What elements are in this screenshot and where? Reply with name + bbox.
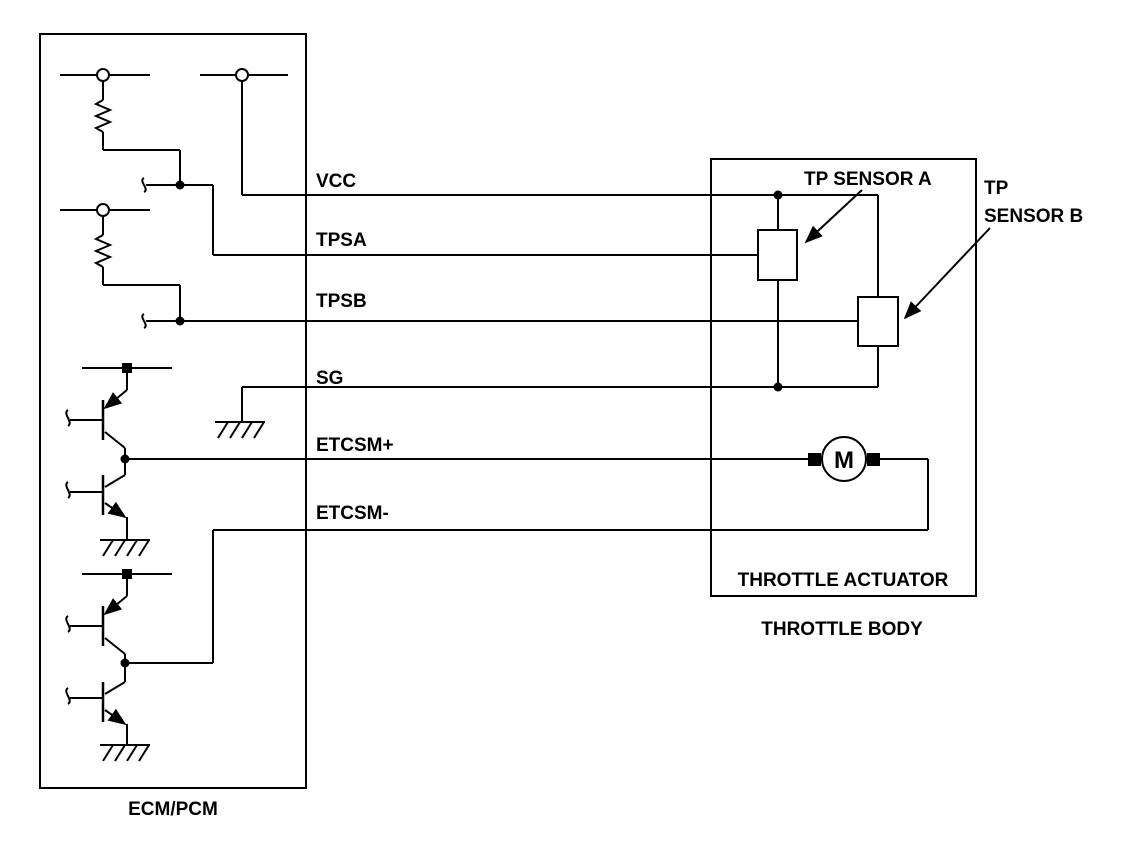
ecm-pullup-b (60, 203, 181, 321)
ecm-tpsb-input (141, 313, 306, 329)
tpsb-label: TPSB (316, 291, 367, 312)
sg-label: SG (316, 368, 343, 389)
motor-label: M (834, 447, 854, 474)
ecm-pcm-box (39, 33, 307, 789)
resistor-b-icon (93, 234, 113, 268)
tp-sensor-b-label-line1: TP (984, 178, 1009, 199)
ecm-vcc-supply (200, 68, 306, 196)
tpsa-label: TPSA (316, 230, 367, 251)
wire-sg (306, 280, 879, 392)
throttle-body-label: THROTTLE BODY (761, 619, 923, 640)
ecm-tpsa-input (141, 177, 306, 256)
ecm-sg-ground (215, 386, 306, 439)
resistor-a-icon (93, 99, 113, 133)
throttle-actuator-label: THROTTLE ACTUATOR (738, 570, 949, 591)
throttle-actuator-box (710, 158, 977, 597)
motor-icon (808, 436, 880, 482)
etcsm-minus-label: ETCSM- (316, 503, 389, 524)
etcsm-plus-label: ETCSM+ (316, 435, 394, 456)
ecm-pullup-a (60, 68, 181, 185)
vcc-label: VCC (316, 171, 356, 192)
tp-sensor-a-element (757, 229, 798, 281)
ecm-driver-upper (65, 363, 306, 557)
ground-icon (217, 421, 229, 439)
tp-sensor-b-element (857, 296, 899, 347)
wire-vcc (306, 190, 879, 297)
ecm-driver-lower (65, 529, 306, 762)
tp-sensor-b-label-line2: SENSOR B (984, 206, 1083, 227)
ecm-pcm-label: ECM/PCM (128, 799, 218, 820)
wire-etcsm-plus (306, 458, 929, 530)
tp-sensor-b-pointer (903, 227, 991, 320)
tp-sensor-a-label: TP SENSOR A (804, 169, 932, 190)
tp-sensor-a-pointer (804, 189, 863, 244)
